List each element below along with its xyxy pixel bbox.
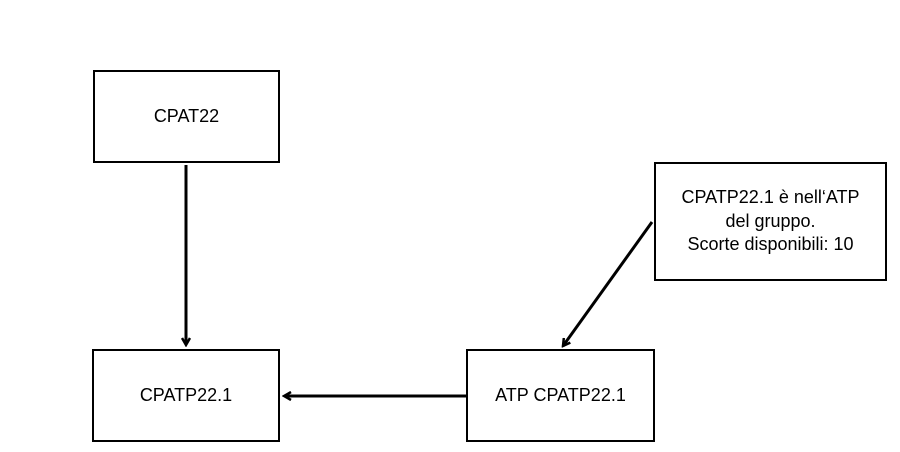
arrow-note-to-atp: [563, 221, 654, 346]
node-cpatp22-1-label: CPATP22.1: [139, 384, 233, 405]
note-line-1: CPATP22.1 è nell‘ATP: [681, 187, 860, 208]
note-line-3: Scorte disponibili: 10: [687, 234, 854, 255]
node-cpatp22-1: CPATP22.1: [92, 349, 280, 442]
node-atp-cpatp22-1: ATP CPATP22.1: [466, 349, 655, 442]
node-atp-cpatp22-1-label: ATP CPATP22.1: [495, 384, 626, 405]
node-cpat22-label: CPAT22: [153, 105, 220, 126]
note-line-2: del gruppo.: [725, 210, 816, 231]
node-atp-note: CPATP22.1 è nell‘ATP del gruppo. Scorte …: [654, 162, 887, 281]
node-cpat22: CPAT22: [93, 70, 280, 163]
